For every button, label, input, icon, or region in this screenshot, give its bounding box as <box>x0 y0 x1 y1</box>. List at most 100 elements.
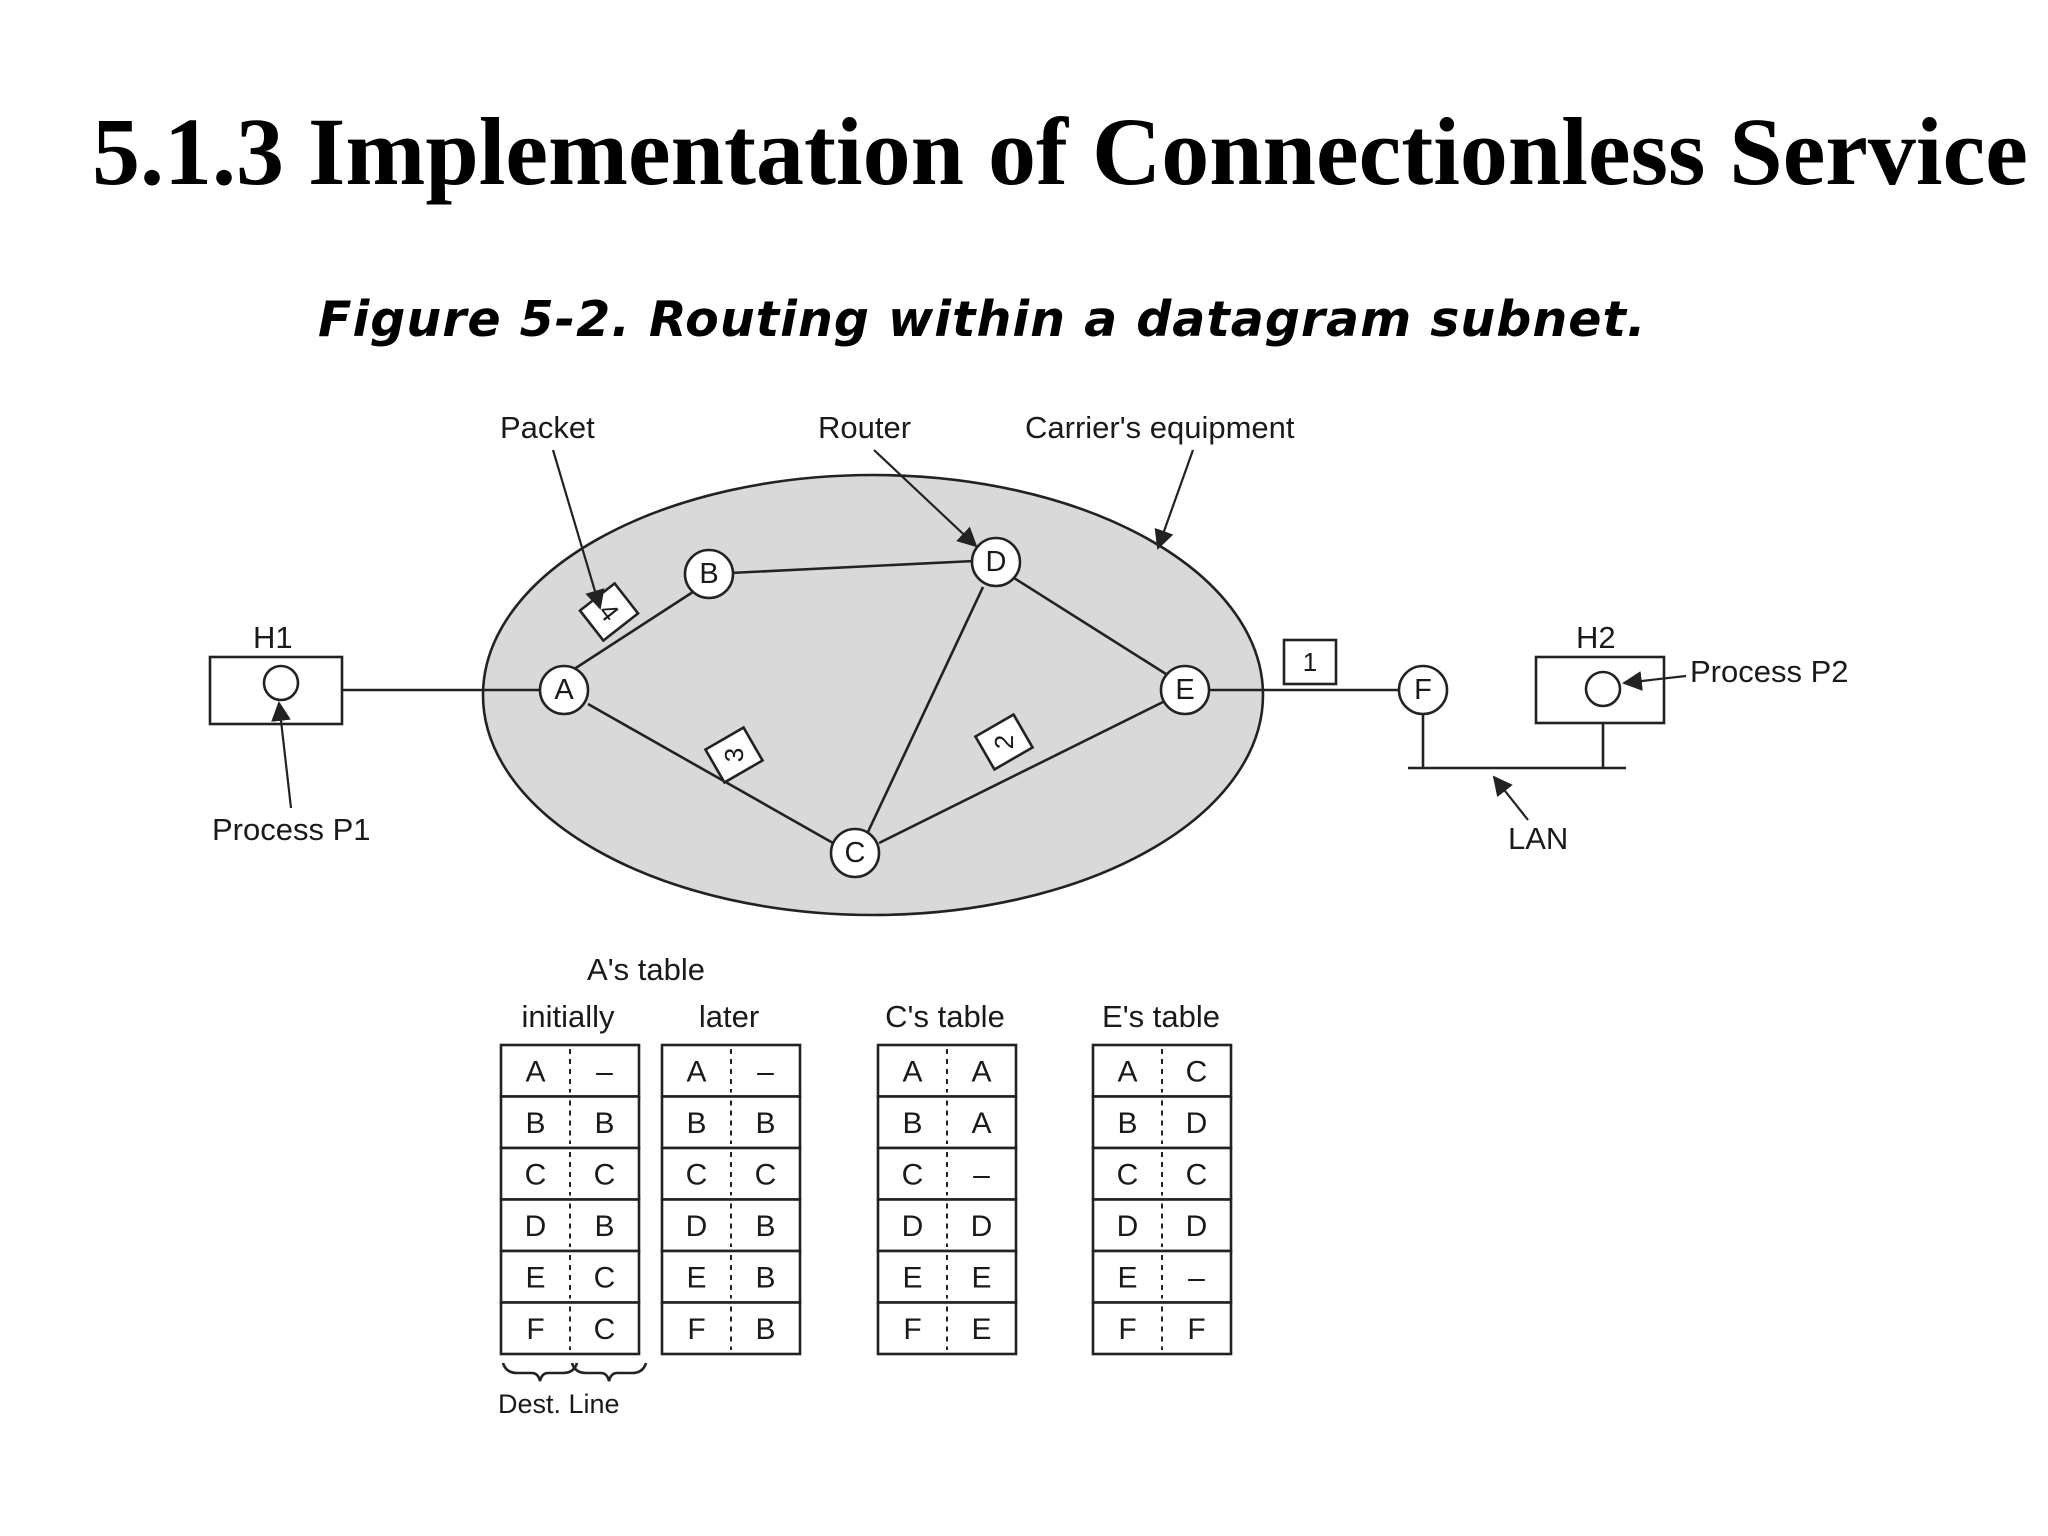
table-cell-dest: E <box>902 1261 922 1294</box>
router-f-label: F <box>1414 674 1432 706</box>
a-table-later-label: later <box>699 999 759 1034</box>
table-cell-dest: A <box>1117 1055 1137 1088</box>
table-cell-dest: E <box>525 1261 545 1294</box>
router-b-label: B <box>699 558 718 590</box>
callout-carrier-arrow <box>1154 449 1195 550</box>
callout-process-p2-arrow <box>1622 671 1687 691</box>
table-cell-line: B <box>755 1210 775 1243</box>
packet-2-label: 2 <box>989 735 1019 749</box>
carrier-equipment-area <box>481 473 1265 917</box>
table-cell-line: B <box>594 1107 614 1140</box>
callout-process-p1-arrow <box>271 701 293 809</box>
table-cell-line: B <box>755 1313 775 1346</box>
router-f: F <box>1397 664 1449 716</box>
table-cell-line: C <box>755 1158 777 1191</box>
table-cell-dest: A <box>686 1055 706 1088</box>
table-cell-line: D <box>971 1210 993 1243</box>
table-cell-line: C <box>594 1261 616 1294</box>
host-h2-label: H2 <box>1576 620 1616 655</box>
table-cell-dest: D <box>1117 1210 1139 1243</box>
e-table-title: E's table <box>1102 999 1220 1034</box>
table-cell-dest: D <box>686 1210 708 1243</box>
routing-tables: A's table initially later C's table E's … <box>498 952 1233 1419</box>
table-cell-dest: E <box>1117 1261 1137 1294</box>
line-brace <box>570 1362 648 1382</box>
packet-2: 2 <box>973 712 1035 772</box>
router-d-label: D <box>986 546 1007 578</box>
table-cell-line: E <box>971 1261 991 1294</box>
router-e: E <box>1159 664 1211 716</box>
link-d-c <box>865 586 985 835</box>
router-c: C <box>829 827 881 879</box>
table-cell-dest: F <box>903 1313 921 1346</box>
table-cell-line: D <box>1186 1107 1208 1140</box>
table-cell-line: A <box>971 1107 991 1140</box>
packet-1-label: 1 <box>1303 647 1317 677</box>
a-table-initially-label: initially <box>521 999 615 1034</box>
callout-packet-label: Packet <box>500 410 595 445</box>
dest-brace <box>501 1362 579 1382</box>
link-c-e <box>878 700 1164 845</box>
table-cell-line: F <box>1187 1313 1205 1346</box>
process-p1-circle <box>262 664 300 702</box>
process-p2-circle <box>1584 670 1622 708</box>
router-e-label: E <box>1175 674 1194 706</box>
router-d: D <box>970 536 1022 588</box>
callout-lan-label: LAN <box>1508 821 1568 856</box>
link-a-c <box>587 702 834 845</box>
router-b: B <box>683 548 735 600</box>
table-cell-line: – <box>596 1055 613 1088</box>
table-cell-dest: B <box>902 1107 922 1140</box>
link-a-b <box>564 588 697 677</box>
table-cell-dest: B <box>525 1107 545 1140</box>
table-cell-line: – <box>1188 1261 1205 1294</box>
table-cell-line: D <box>1186 1210 1208 1243</box>
table-cell-line: C <box>1186 1158 1208 1191</box>
table-cell-line: C <box>594 1313 616 1346</box>
slide-title: 5.1.3 Implementation of Connectionless S… <box>92 98 2028 205</box>
table-cell-dest: B <box>686 1107 706 1140</box>
router-a-label: A <box>554 674 574 706</box>
table-cell-dest: A <box>525 1055 545 1088</box>
packet-1: 1 <box>1282 638 1338 686</box>
table-cell-line: B <box>594 1210 614 1243</box>
table-cell-dest: F <box>687 1313 705 1346</box>
table-cell-line: C <box>1186 1055 1208 1088</box>
host-h2: H2 <box>1534 620 1666 725</box>
table-cell-line: B <box>755 1261 775 1294</box>
callout-carrier-label: Carrier's equipment <box>1025 410 1295 445</box>
figure-caption: Figure 5-2. Routing within a datagram su… <box>318 291 1647 348</box>
table-cell-line: – <box>973 1158 990 1191</box>
table-cell-dest: D <box>902 1210 924 1243</box>
c-table-title: C's table <box>885 999 1005 1034</box>
callout-process-p1-label: Process P1 <box>212 812 371 847</box>
router-a: A <box>538 664 590 716</box>
callout-router-arrow <box>873 449 978 548</box>
link-b-d <box>729 559 975 575</box>
network-links <box>342 559 1626 845</box>
table-cell-line: B <box>755 1107 775 1140</box>
callout-lan-arrow <box>1492 775 1529 821</box>
callout-packet-arrow <box>551 449 605 610</box>
table-cell-dest: D <box>525 1210 547 1243</box>
table-cell-dest: A <box>902 1055 922 1088</box>
table-cell-dest: B <box>1117 1107 1137 1140</box>
table-cell-line: A <box>971 1055 991 1088</box>
a-table-title: A's table <box>587 952 705 987</box>
table-cell-line: – <box>757 1055 774 1088</box>
table-legend: Dest. Line <box>498 1389 620 1419</box>
host-h1: H1 <box>208 620 344 726</box>
link-d-e <box>1013 576 1167 676</box>
table-cell-dest: C <box>525 1158 547 1191</box>
table-cell-dest: C <box>902 1158 924 1191</box>
router-c-label: C <box>845 837 866 869</box>
host-h1-label: H1 <box>253 620 293 655</box>
callout-process-p2-label: Process P2 <box>1690 654 1849 689</box>
table-cell-dest: E <box>686 1261 706 1294</box>
table-cell-dest: C <box>686 1158 708 1191</box>
